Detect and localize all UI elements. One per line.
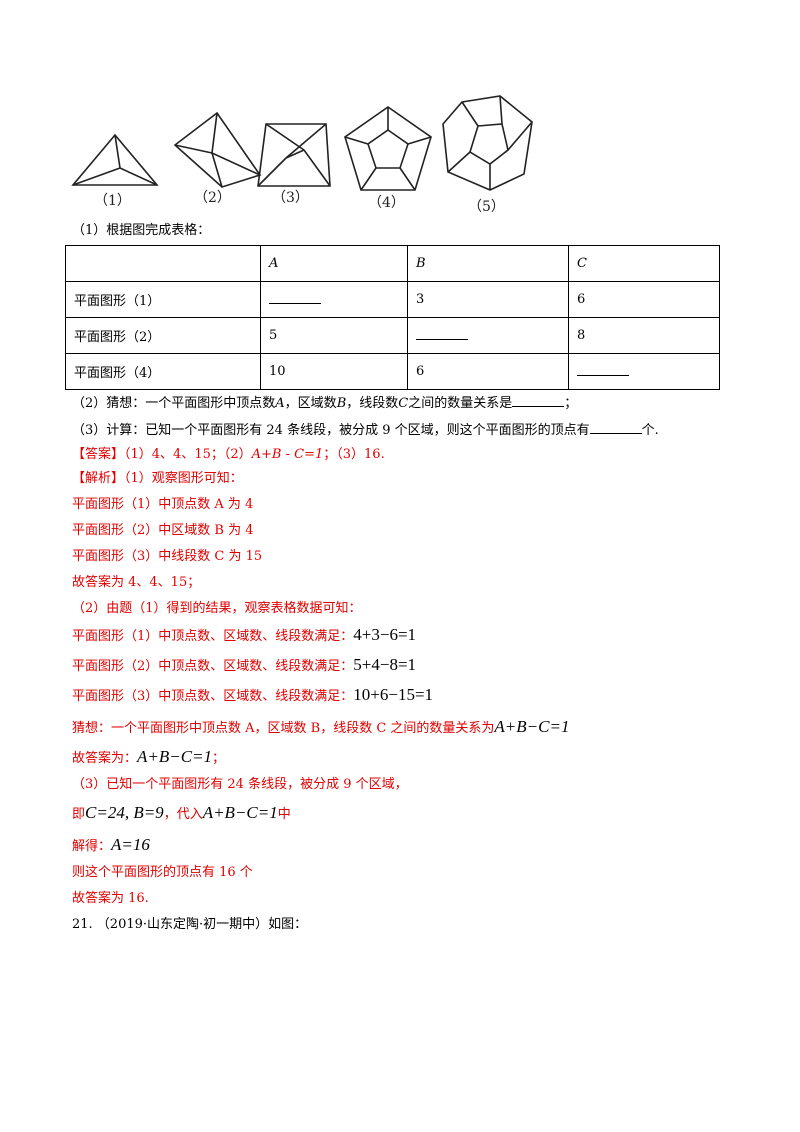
table-cell: 8 — [568, 317, 720, 354]
table-cell-blank — [568, 353, 720, 390]
substitute-equation: C=24, B=9 — [85, 803, 164, 822]
q2-var-b: B — [336, 396, 347, 411]
figure-1-label: （1） — [94, 193, 131, 209]
q2-text: ，区域数 — [284, 396, 337, 411]
solve-line: 解得：A=16 — [72, 836, 150, 856]
answer-blank — [269, 291, 321, 304]
table-cell: 6 — [568, 281, 720, 318]
table-cell: 10 — [260, 353, 408, 390]
answer-tag: 【答案】 — [72, 447, 125, 462]
analysis-line: 平面图形（1）中顶点数 A 为 4 — [72, 497, 254, 512]
solve-equation: A=16 — [111, 835, 150, 854]
eq-prefix: 中顶点数、区域数、线段数满足： — [158, 689, 354, 704]
final-line: 则这个平面图形的顶点有 16 个 — [72, 865, 253, 880]
answer-text: ；（3）16. — [323, 447, 385, 462]
eq-prefix: 中顶点数、区域数、线段数满足： — [158, 659, 354, 674]
table-header-row: A B C — [65, 245, 720, 282]
q1-intro: （1）根据图完成表格： — [72, 223, 211, 238]
guess-equation: A+B−C=1 — [494, 717, 570, 736]
data-table: A B C 平面图形（1） 3 6 平面图形（2） 5 8 平面图形（4） 10… — [65, 245, 720, 390]
substitute-text: 中 — [277, 807, 291, 822]
figure-1 — [71, 133, 159, 186]
answer2-line: 故答案为：A+B−C=1； — [72, 748, 225, 768]
q2-line: （2）猜想：一个平面图形中顶点数A，区域数B，线段数C之间的数量关系是 ； — [72, 394, 577, 413]
eq-label: 平面图形（2） — [72, 659, 159, 674]
figure-5 — [442, 95, 533, 191]
equation: 10+6−15=1 — [353, 685, 434, 704]
q3-text: （3）计算：已知一个平面图形有 24 条线段，被分成 9 个区域，则这个平面图形… — [72, 423, 590, 438]
figure-2 — [173, 111, 262, 188]
answer-line: 【答案】（1）4、4、15；（2）A+B - C=1；（3）16. — [72, 446, 385, 464]
answer2-text: 故答案为： — [72, 751, 138, 766]
figure-3 — [257, 123, 331, 187]
table-cell: 3 — [407, 281, 569, 318]
analysis-text: （1）观察图形可知： — [124, 471, 243, 486]
final-line: 故答案为 16. — [72, 891, 149, 906]
substitute-text: ，代入 — [163, 807, 203, 822]
q2-var-c: C — [398, 396, 409, 411]
q2-text: 之间的数量关系是 — [408, 396, 513, 411]
substitute-line: 即C=24, B=9，代入A+B−C=1中 — [72, 804, 291, 824]
table-cell: 平面图形（2） — [65, 317, 261, 354]
answer-blank — [577, 363, 629, 376]
table-cell: 平面图形（1） — [65, 281, 261, 318]
eq-row: 平面图形（1）中顶点数、区域数、线段数满足：4+3−6=1 — [72, 626, 416, 646]
table-header-cell: C — [568, 245, 720, 282]
q2-var-a: A — [275, 396, 285, 411]
answer-equation: A+B - C=1 — [251, 447, 324, 462]
q3-line: （3）计算：已知一个平面图形有 24 条线段，被分成 9 个区域，则这个平面图形… — [72, 421, 659, 440]
guess-line: 猜想：一个平面图形中顶点数 A，区域数 B，线段数 C 之间的数量关系为A+B−… — [72, 718, 569, 738]
analysis-line: 【解析】（1）观察图形可知： — [72, 470, 243, 488]
figure-row: （1） （2） （3） — [60, 90, 533, 220]
eq-prefix: 中顶点数、区域数、线段数满足： — [158, 629, 354, 644]
table-row: 平面图形（2） 5 8 — [65, 317, 720, 354]
table-header-cell: B — [407, 245, 569, 282]
solve-text: 解得： — [72, 839, 112, 854]
q3-text: 个. — [641, 423, 659, 438]
answer-text: （1）4、4、15；（2） — [124, 447, 252, 462]
analysis-line: 平面图形（3）中线段数 C 为 15 — [72, 549, 263, 564]
analysis-tag: 【解析】 — [72, 471, 125, 486]
answer2-text: ； — [212, 751, 226, 766]
table-row: 平面图形（4） 10 6 — [65, 353, 720, 390]
table-cell: 平面图形（4） — [65, 353, 261, 390]
eq-row: 平面图形（3）中顶点数、区域数、线段数满足：10+6−15=1 — [72, 686, 433, 706]
answer2-equation: A+B−C=1 — [137, 747, 213, 766]
question-21: 21. （2019·山东定陶·初一期中）如图： — [72, 917, 308, 932]
answer-blank — [512, 394, 565, 407]
equation: 4+3−6=1 — [353, 625, 417, 644]
analysis-line: 故答案为 4、4、15； — [72, 575, 201, 590]
equation: 5+4−8=1 — [353, 655, 417, 674]
guess-text: 猜想：一个平面图形中顶点数 A，区域数 B，线段数 C 之间的数量关系为 — [72, 721, 495, 736]
figure-4-label: （4） — [368, 195, 405, 211]
q2-text: ，线段数 — [346, 396, 399, 411]
analysis-line: 平面图形（2）中区域数 B 为 4 — [72, 523, 254, 538]
figure-3-label: （3） — [272, 190, 309, 206]
answer-blank — [589, 421, 642, 434]
part3-line: （3）已知一个平面图形有 24 条线段，被分成 9 个区域， — [72, 777, 408, 792]
eq-label: 平面图形（1） — [72, 629, 159, 644]
figure-5-label: （5） — [468, 199, 505, 215]
eq-label: 平面图形（3） — [72, 689, 159, 704]
answer-blank — [416, 327, 468, 340]
table-cell: 5 — [260, 317, 408, 354]
table-header-cell: A — [260, 245, 408, 282]
substitute-equation: A+B−C=1 — [202, 803, 278, 822]
table-cell: 6 — [407, 353, 569, 390]
figure-4 — [344, 106, 432, 191]
substitute-text: 即 — [72, 807, 86, 822]
table-cell-blank — [260, 281, 408, 318]
table-header-cell — [65, 245, 261, 282]
eq-row: 平面图形（2）中顶点数、区域数、线段数满足：5+4−8=1 — [72, 656, 416, 676]
table-row: 平面图形（1） 3 6 — [65, 281, 720, 318]
figure-2-label: （2） — [194, 190, 231, 206]
table-cell-blank — [407, 317, 569, 354]
q2-text: （2）猜想：一个平面图形中顶点数 — [72, 396, 276, 411]
analysis-line: （2）由题（1）得到的结果，观察表格数据可知： — [72, 601, 362, 616]
q2-text: ； — [564, 396, 578, 411]
